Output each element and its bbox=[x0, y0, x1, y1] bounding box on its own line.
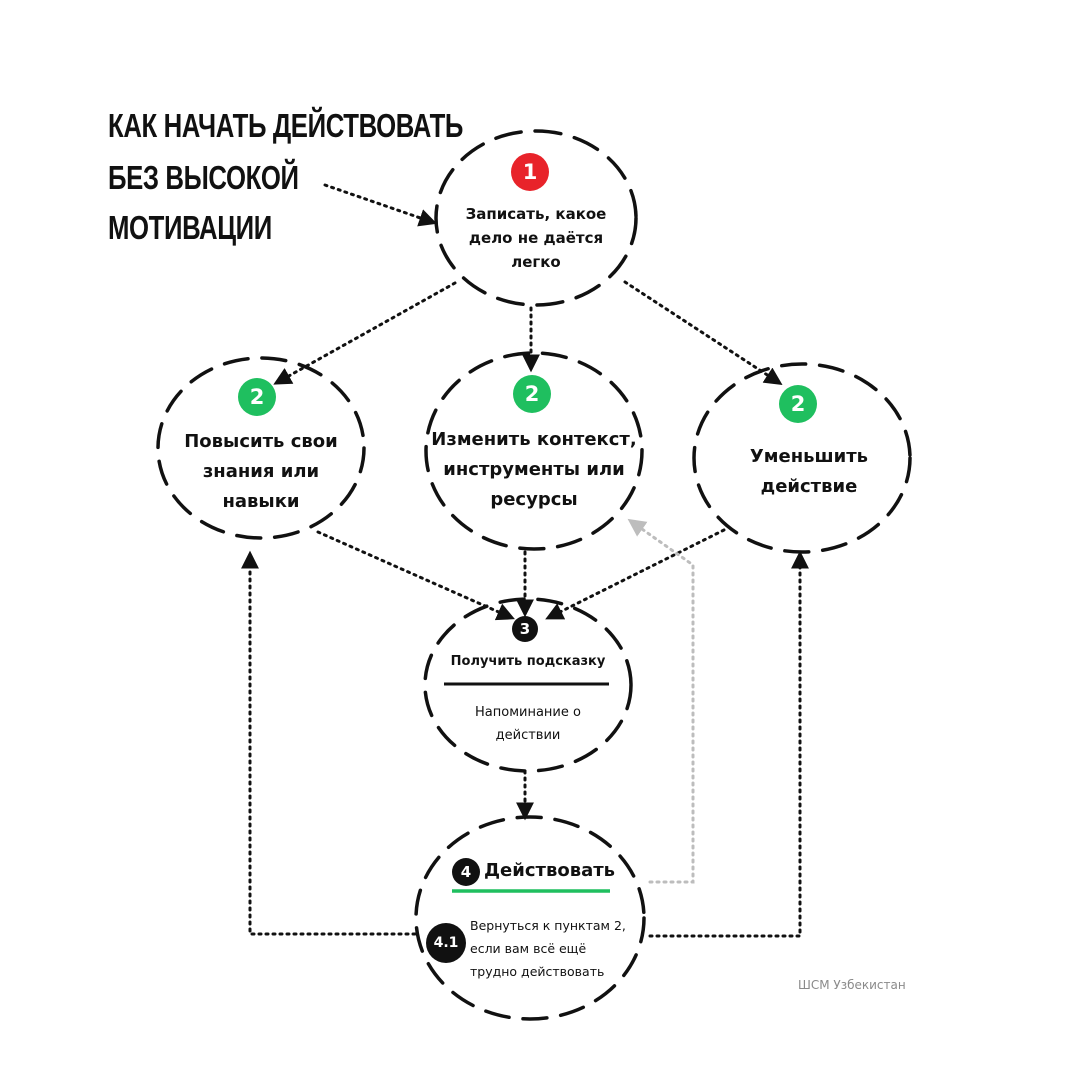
step2a-badge: 2 bbox=[238, 378, 276, 416]
step2b-text: Изменить контекст, инструменты или ресур… bbox=[424, 425, 644, 515]
step1-line1: Записать, какое bbox=[465, 205, 607, 223]
node-circle-step2b bbox=[424, 351, 644, 551]
title-line-1: КАК НАЧАТЬ ДЕЙСТВОВАТЬ bbox=[108, 107, 464, 144]
step41-text: Вернуться к пунктам 2, если вам всё ещё … bbox=[470, 914, 645, 983]
arrow-step2a-to-step3 bbox=[316, 530, 515, 621]
step3-badge: 3 bbox=[512, 616, 538, 642]
arrow-step1-to-step2c bbox=[623, 280, 783, 385]
step2a-line3: навыки bbox=[222, 491, 300, 512]
step2c-line1: Уменьшить bbox=[749, 446, 869, 467]
step4-heading: Действовать bbox=[484, 860, 616, 881]
arrow-step4-to-step2b-gray bbox=[627, 518, 695, 884]
step1-line3: легко bbox=[511, 253, 561, 271]
step41-line1: Вернуться к пунктам 2, bbox=[470, 918, 626, 933]
title-line-3: МОТИВАЦИИ bbox=[108, 209, 272, 246]
arrow-title-to-step1 bbox=[323, 183, 438, 227]
step2b-line1: Изменить контекст, bbox=[431, 429, 637, 450]
step2a-line1: Повысить свои bbox=[184, 431, 338, 452]
arrow-step2c-to-step3 bbox=[545, 528, 726, 620]
step41-badge: 4.1 bbox=[426, 923, 466, 963]
step2c-text: Уменьшить действие bbox=[709, 442, 909, 502]
step2b-badge: 2 bbox=[513, 375, 551, 413]
step41-line3: трудно действовать bbox=[470, 964, 605, 979]
arrow-step1-to-step2a bbox=[273, 281, 457, 385]
arrow-step41-to-step2a bbox=[241, 550, 417, 936]
step2c-badge: 2 bbox=[779, 385, 817, 423]
step2a-text: Повысить свои знания или навыки bbox=[161, 427, 361, 517]
node-circle-step3 bbox=[423, 597, 633, 773]
arrow-step41-to-step2c bbox=[648, 550, 809, 938]
step2b-line3: ресурсы bbox=[490, 489, 578, 510]
step3-line2: действии bbox=[495, 728, 561, 743]
step1-text: Записать, какое дело не даётся легко bbox=[436, 202, 636, 274]
credit-text: ШСМ Узбекистан bbox=[798, 978, 906, 992]
step2b-line2: инструменты или bbox=[443, 459, 625, 480]
step41-line2: если вам всё ещё bbox=[470, 941, 587, 956]
step2a-line2: знания или bbox=[202, 461, 320, 482]
step1-line2: дело не даётся bbox=[468, 229, 604, 247]
title-line-2: БЕЗ ВЫСОКОЙ bbox=[108, 159, 299, 196]
step1-badge: 1 bbox=[511, 153, 549, 191]
step2c-line2: действие bbox=[760, 476, 858, 497]
step4-badge: 4 bbox=[452, 858, 480, 886]
step3-line1: Напоминание о bbox=[475, 705, 581, 720]
step3-heading: Получить подсказку bbox=[450, 654, 606, 669]
step3-text: Напоминание о действии bbox=[428, 701, 628, 747]
node-circle-step2a bbox=[156, 356, 366, 540]
